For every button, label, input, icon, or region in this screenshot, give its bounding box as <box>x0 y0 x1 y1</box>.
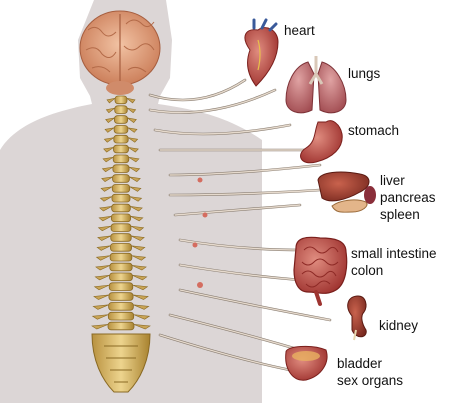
label-liver: liver <box>380 174 405 188</box>
label-stomach: stomach <box>348 124 399 138</box>
label-kidney: kidney <box>379 319 418 333</box>
label-colon: colon <box>351 264 383 278</box>
kidney <box>348 296 366 340</box>
label-bladder: bladder <box>337 357 382 371</box>
label-sex-organs: sex organs <box>337 374 403 388</box>
label-pancreas: pancreas <box>380 191 436 205</box>
label-small-intestine: small intestine <box>351 247 437 261</box>
lungs <box>286 56 346 113</box>
label-heart: heart <box>284 24 315 38</box>
label-lungs: lungs <box>348 67 380 81</box>
intestines <box>294 237 347 304</box>
label-spleen: spleen <box>380 208 420 222</box>
heart <box>245 20 278 86</box>
bladder <box>286 346 327 380</box>
liver-pancreas-spleen <box>318 172 376 212</box>
stomach <box>301 121 343 163</box>
